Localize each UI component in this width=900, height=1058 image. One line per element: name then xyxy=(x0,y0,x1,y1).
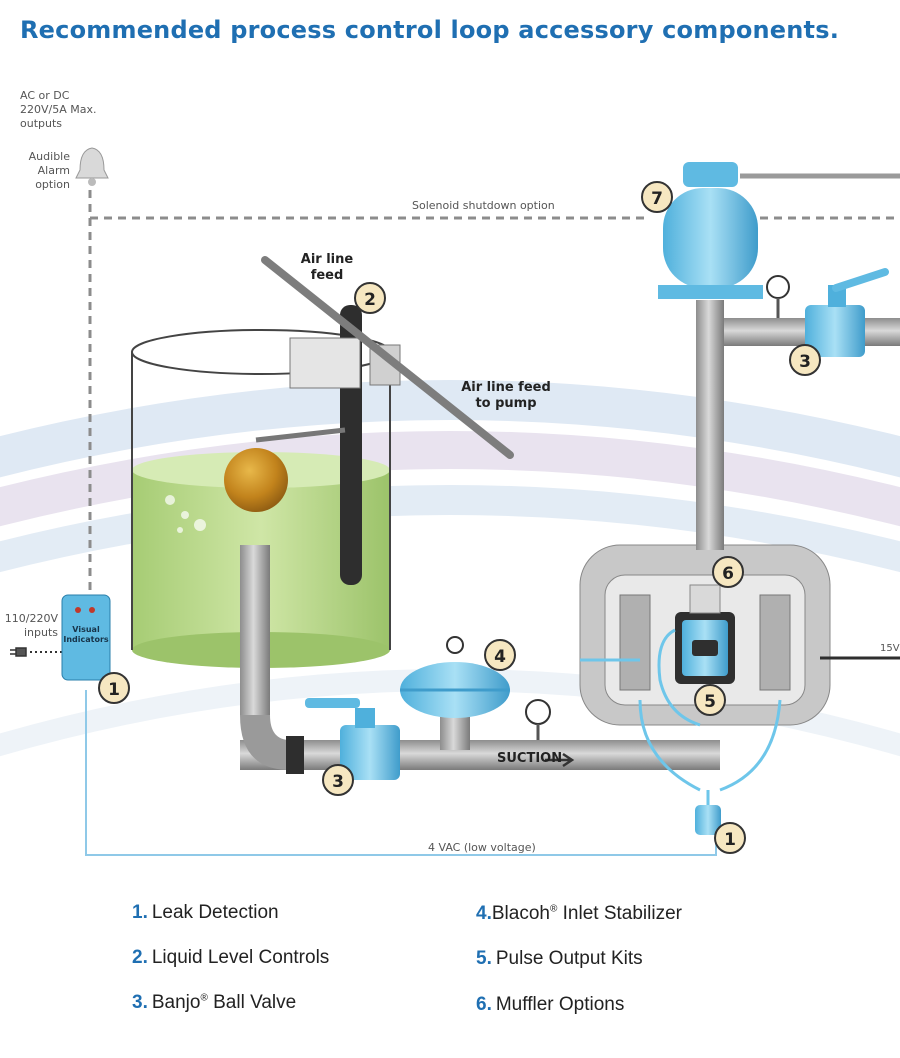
registered-mark: ® xyxy=(549,903,558,915)
air-line-feed xyxy=(261,256,514,459)
low-voltage-wire xyxy=(85,690,717,856)
callout-text: 5 xyxy=(704,692,716,712)
callout-5: 5 xyxy=(694,684,726,716)
callout-text: 7 xyxy=(651,189,663,209)
callout-text: 1 xyxy=(108,680,120,700)
solenoid-line xyxy=(88,190,900,600)
callout-2: 2 xyxy=(354,282,386,314)
side-label: 15V xyxy=(880,643,900,654)
ball-valve-right xyxy=(766,268,889,357)
air-feed-line: feed xyxy=(310,268,344,283)
inputs-line: 110/220V xyxy=(4,612,58,625)
callout-6: 6 xyxy=(712,556,744,588)
legend-number: 4. xyxy=(476,903,492,924)
legend-number: 2. xyxy=(132,947,148,968)
callout-text: 3 xyxy=(799,352,811,372)
callout-3: 3 xyxy=(322,764,354,796)
inputs-label: 110/220V inputs xyxy=(2,612,58,640)
inputs-line: inputs xyxy=(23,626,58,639)
legend-item-1: 1.Leak Detection xyxy=(132,902,279,924)
legend-text: Muffler Options xyxy=(495,994,625,1015)
legend-number: 5. xyxy=(476,948,492,969)
air-line-pump-label: Air line feed to pump xyxy=(452,380,560,412)
callout-3: 3 xyxy=(789,344,821,376)
low-voltage-label: 4 VAC (low voltage) xyxy=(428,841,536,854)
legend-item-4: 4.Blacoh® Inlet Stabilizer xyxy=(476,903,682,925)
callout-text: 6 xyxy=(722,564,734,584)
outputs-line: AC or DC xyxy=(20,89,70,102)
legend-number: 1. xyxy=(132,902,148,923)
legend-text: Banjo xyxy=(151,992,201,1013)
air-pump-line: to pump xyxy=(475,396,537,411)
alarm-line: option xyxy=(35,178,70,191)
alarm-line: Alarm xyxy=(37,164,70,177)
outputs-label: AC or DC 220V/5A Max. outputs xyxy=(20,89,96,131)
inlet-stabilizer xyxy=(400,636,510,750)
level-switch-mechanism xyxy=(289,337,401,389)
callout-text: 1 xyxy=(724,830,736,850)
legend-item-6: 6.Muffler Options xyxy=(476,994,624,1016)
legend-text: Liquid Level Controls xyxy=(151,947,330,968)
page-title: Recommended process control loop accesso… xyxy=(20,16,840,44)
discharge-stabilizer xyxy=(658,162,900,299)
diaphragm-pump xyxy=(579,544,900,726)
legend-text-suffix: Ball Valve xyxy=(207,992,297,1013)
legend-text: Leak Detection xyxy=(151,902,279,923)
air-line-feed-label: Air line feed xyxy=(292,252,362,284)
float-arm xyxy=(255,427,346,443)
callout-text: 3 xyxy=(332,772,344,792)
visual-indicators-box xyxy=(61,594,111,681)
legend-number: 3. xyxy=(132,992,148,1013)
tank-outlet-pipe xyxy=(240,545,720,774)
callout-7: 7 xyxy=(641,181,673,213)
pulse-output-cables xyxy=(580,628,782,792)
float-ball xyxy=(224,448,288,512)
leak-sensor xyxy=(695,790,721,835)
callout-4: 4 xyxy=(484,639,516,671)
solenoid-label: Solenoid shutdown option xyxy=(412,199,555,212)
suction-label: SUCTION xyxy=(497,751,563,766)
outputs-line: outputs xyxy=(20,117,63,130)
ball-valve-left xyxy=(305,698,400,780)
callout-1: 1 xyxy=(98,672,130,704)
visual-line: Indicators xyxy=(63,635,109,644)
registered-mark: ® xyxy=(200,992,208,1004)
alarm-label: Audible Alarm option xyxy=(24,150,70,192)
legend-number: 6. xyxy=(476,994,492,1015)
outputs-line: 220V/5A Max. xyxy=(20,103,97,116)
air-feed-line: Air line xyxy=(300,252,354,267)
legend-text-suffix: Inlet Stabilizer xyxy=(557,903,682,924)
suction-arrow xyxy=(545,752,575,768)
air-pump-line: Air line feed xyxy=(461,380,551,395)
legend-item-2: 2.Liquid Level Controls xyxy=(132,947,329,969)
visual-line: Visual xyxy=(72,625,100,634)
legend-text: Blacoh xyxy=(491,903,550,924)
callout-text: 4 xyxy=(494,647,506,667)
legend-item-3: 3.Banjo® Ball Valve xyxy=(132,992,296,1014)
pressure-gauge-icon xyxy=(525,699,551,740)
alarm-line: Audible xyxy=(28,150,70,163)
legend-text: Pulse Output Kits xyxy=(495,948,643,969)
legend-item-5: 5.Pulse Output Kits xyxy=(476,948,643,970)
callout-1: 1 xyxy=(714,822,746,854)
callout-text: 2 xyxy=(364,290,376,310)
alarm-bell-icon xyxy=(75,147,109,186)
visual-indicators-label: Visual Indicators xyxy=(62,625,110,645)
plug-icon xyxy=(10,647,27,657)
